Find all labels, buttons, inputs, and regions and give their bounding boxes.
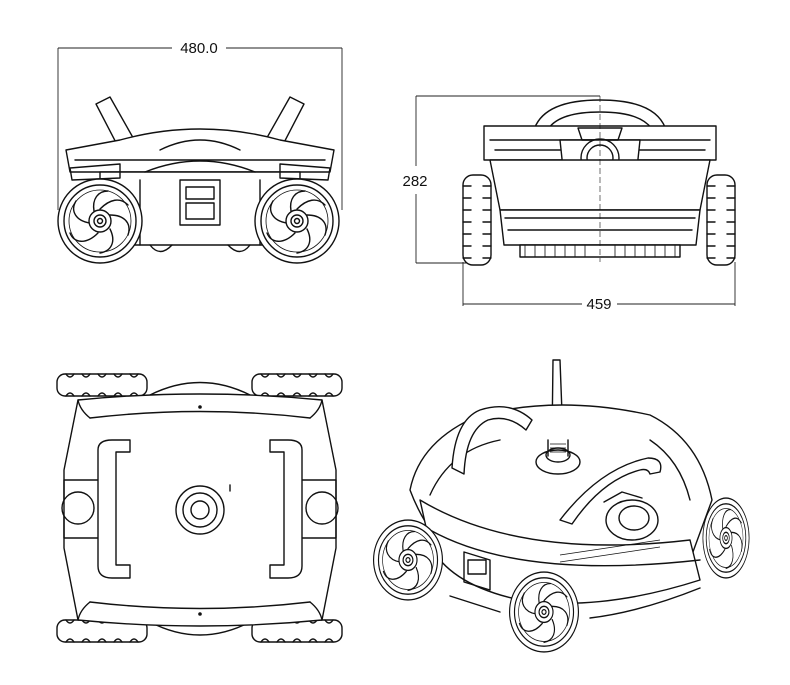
isometric-view [372,359,750,653]
top-view [56,373,343,643]
dimension-width-top: 480.0 [180,40,218,57]
dimension-height-side: 282 [402,173,427,190]
dimension-width-side: 459 [586,296,611,313]
side-view: 282 459 [402,95,736,313]
front-view: 480.0 [57,40,343,264]
